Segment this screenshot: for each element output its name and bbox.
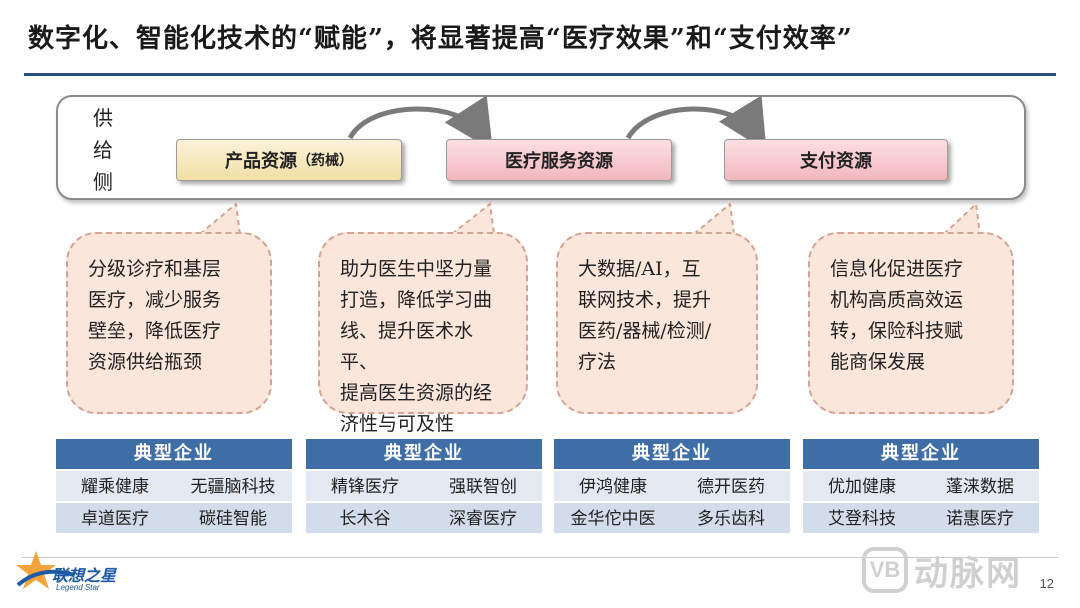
callout-tiered-care: 分级诊疗和基层 医疗，减少服务 壁垒，降低医疗 资源供给瓶颈 [66, 232, 272, 414]
callout-doctor-empowerment: 助力医生中坚力量 打造，降低学习曲 线、提升医术水平、 提高医生资源的经 济性与… [318, 232, 528, 435]
table-cell: 蓬涞数据 [946, 477, 1014, 497]
table-cell: 伊鸿健康 [579, 477, 647, 497]
callout-informatization: 信息化促进医疗 机构高质高效运 转，保险科技赋 能商保发展 [808, 232, 1014, 414]
table-row: 耀乘健康 无疆脑科技 [56, 469, 292, 501]
table-cell: 强联智创 [449, 477, 517, 497]
table-row: 金华佗中医 多乐齿科 [554, 501, 790, 533]
table-cell: 优加健康 [828, 477, 896, 497]
callout-line: 联网技术，提升 [578, 289, 712, 311]
slide-title: 数字化、智能化技术的“赋能”，将显著提高“医疗效果”和“支付效率” [28, 24, 853, 54]
enterprise-table-3: 典型企业 伊鸿健康 德开医药 金华佗中医 多乐齿科 [554, 439, 790, 533]
callout-line: 疗法 [578, 351, 617, 373]
table-cell: 诺惠医疗 [946, 509, 1014, 529]
medical-service-resource-box: 医疗服务资源 [446, 139, 672, 181]
table-row: 长木谷 深睿医疗 [306, 501, 542, 533]
page-number: 12 [1039, 576, 1054, 591]
product-resource-sub: （药械） [297, 153, 353, 169]
callout-line: 分级诊疗和基层 [88, 258, 222, 280]
table-row: 卓道医疗 碳硅智能 [56, 501, 292, 533]
payment-resource-box: 支付资源 [724, 139, 948, 181]
callout-line: 转，保险科技赋 [830, 320, 964, 342]
footer-divider [22, 557, 1058, 558]
product-resource-label: 产品资源 [225, 151, 297, 172]
callout-bigdata-ai: 大数据/AI，互 联网技术，提升 医药/器械/检测/ 疗法 [556, 232, 758, 414]
table-cell: 深睿医疗 [449, 509, 517, 529]
table-cell: 多乐齿科 [697, 509, 765, 529]
payment-resource-label: 支付资源 [800, 151, 872, 172]
table-cell: 德开医药 [697, 477, 765, 497]
title-divider [24, 73, 1056, 76]
table-cell: 长木谷 [339, 509, 391, 529]
callout-line: 资源供给瓶颈 [88, 351, 203, 373]
callout-tail-4 [943, 201, 981, 235]
logo-text: 联想之星 [52, 568, 117, 585]
callout-line: 线、提升医术水平、 [340, 320, 474, 373]
enterprise-table-header: 典型企业 [554, 439, 790, 469]
medical-resource-label: 医疗服务资源 [505, 151, 613, 172]
callout-line: 提高医生资源的经 [340, 382, 493, 404]
callout-line: 济性与可及性 [340, 413, 455, 435]
supply-label-char-3: 侧 [93, 170, 113, 194]
callout-line: 能商保发展 [830, 351, 926, 373]
table-cell: 精锋医疗 [331, 477, 399, 497]
callout-line: 壁垒，降低医疗 [88, 320, 222, 342]
watermark-text: 动脉网 [914, 553, 1022, 594]
supply-label-char-2: 给 [93, 138, 113, 162]
enterprise-table-header: 典型企业 [56, 439, 292, 469]
table-row: 伊鸿健康 德开医药 [554, 469, 790, 501]
table-cell: 金华佗中医 [570, 509, 656, 529]
table-row: 艾登科技 诺惠医疗 [803, 501, 1039, 533]
enterprise-table-2: 典型企业 精锋医疗 强联智创 长木谷 深睿医疗 [306, 439, 542, 533]
supply-label-char-1: 供 [93, 106, 113, 130]
callout-tail-2 [451, 202, 495, 235]
legend-star-logo-icon [16, 551, 75, 589]
enterprise-table-1: 典型企业 耀乘健康 无疆脑科技 卓道医疗 碳硅智能 [56, 439, 292, 533]
callout-tail-3 [693, 202, 735, 235]
callout-line: 医疗，减少服务 [88, 289, 222, 311]
callout-line: 医药/器械/检测/ [578, 320, 712, 342]
table-cell: 无疆脑科技 [190, 477, 276, 497]
callout-line: 信息化促进医疗 [830, 258, 964, 280]
table-row: 优加健康 蓬涞数据 [803, 469, 1039, 501]
enterprise-table-header: 典型企业 [306, 439, 542, 469]
vbdata-watermark: VB 动脉网 [862, 542, 1022, 598]
watermark-badge-icon: VB [862, 547, 908, 593]
enterprise-table-4: 典型企业 优加健康 蓬涞数据 艾登科技 诺惠医疗 [803, 439, 1039, 533]
callout-line: 助力医生中坚力量 [340, 258, 493, 280]
product-resource-box: 产品资源（药械） [176, 139, 402, 181]
callout-tail-1 [199, 202, 241, 235]
table-cell: 耀乘健康 [81, 477, 149, 497]
callout-line: 大数据/AI，互 [578, 258, 701, 280]
callout-line: 机构高质高效运 [830, 289, 964, 311]
logo-subtext: Legend Star [56, 583, 100, 592]
enterprise-table-header: 典型企业 [803, 439, 1039, 469]
supply-side-label: 供 给 侧 [88, 102, 118, 198]
table-cell: 艾登科技 [828, 509, 896, 529]
callout-line: 打造，降低学习曲 [340, 289, 493, 311]
table-cell: 碳硅智能 [199, 509, 267, 529]
table-cell: 卓道医疗 [81, 509, 149, 529]
table-row: 精锋医疗 强联智创 [306, 469, 542, 501]
